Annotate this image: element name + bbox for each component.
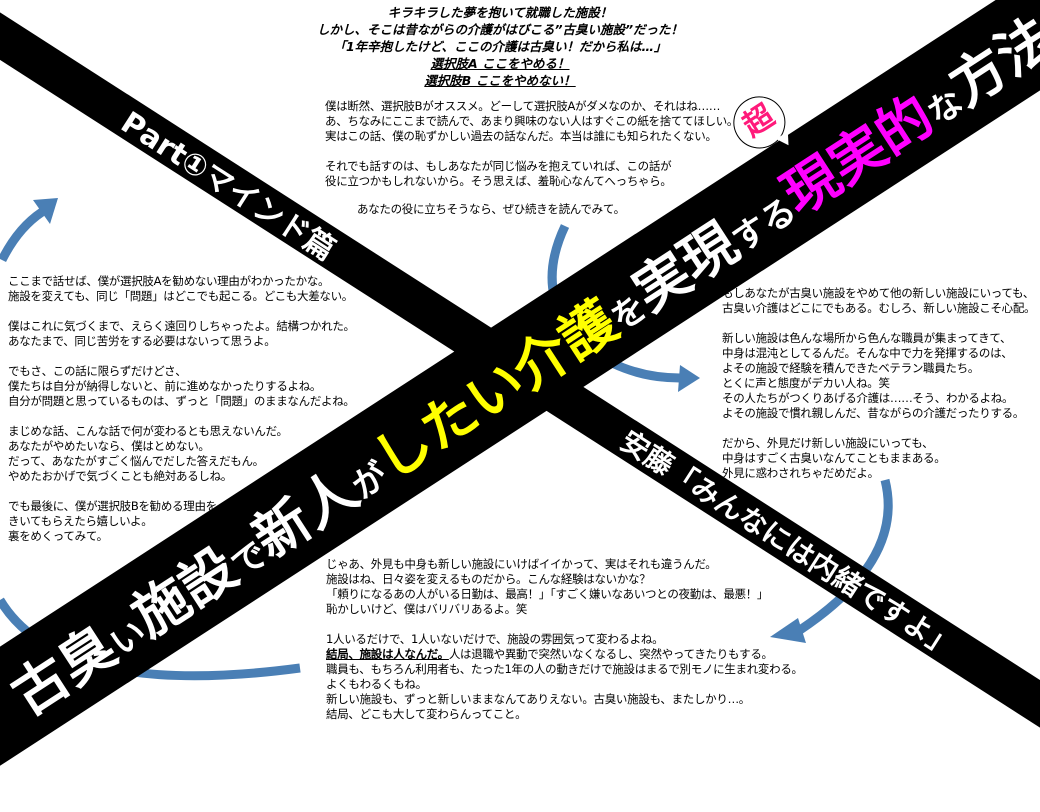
text-line: 施設を変えても、同じ「問題」はどこでも起こる。どこも大差ない。 (8, 289, 354, 303)
text-line: 僕たちは自分が納得しないと、前に進めなかったりするよね。 (8, 379, 322, 393)
text-line: その人たちがつくりあげる介護は……そう、わかるよね。 (722, 391, 1014, 405)
text-span: 人は退職や異動で突然いなくなるし、突然やってきたりもする。 (448, 647, 773, 661)
top-text-block: 僕は断然、選択肢Bがオススメ。どーして選択肢Aがダメなのか、それはね……あ、ちな… (325, 99, 738, 189)
text-line: 施設はね、日々姿を変えるものだから。こんな経験はないかな？ (326, 572, 651, 586)
bottom-text-block: じゃあ、外見も中身も新しい施設にいけばイイかって、実はそれも違うんだ。施設はね、… (326, 557, 803, 722)
header-line: しかし、そこは昔ながらの介護がはびこる”古臭い施設”だった！ (316, 22, 684, 37)
paragraph: それでも話すのは、もしあなたが同じ悩みを抱えていれば、この話が役に立つかもしれな… (325, 159, 738, 189)
text-line: 自分が問題と思っているものは、ずっと「問題」のままなんだよね。 (8, 394, 355, 408)
text-line: まじめな話、こんな話で何が変わるとも思えないんだ。 (8, 424, 288, 438)
right-arrow-icon (797, 478, 893, 634)
text-line: 恥かしいけど、僕はバリバリあるよ。笑 (326, 602, 528, 616)
text-line: だから、外見だけ新しい施設にいっても、 (722, 436, 934, 450)
emphasis-text: 結局、施設は人なんだ。 (326, 647, 449, 661)
text-line: もしあなたが古臭い施設をやめて他の新しい施設にいっても、 (722, 286, 1035, 300)
text-line: でもさ、この話に限らずだけどさ、 (8, 364, 187, 378)
paragraph: 新しい施設は色んな場所から色んな職員が集まってきて、中身は混沌としてるんだ。そん… (722, 331, 1035, 421)
text-line: 僕はこれに気づくまで、えらく遠回りしちゃったよ。結構つかれた。 (8, 319, 355, 333)
paragraph: だから、外見だけ新しい施設にいっても、中身はすごく古臭いなんてこともままある。外… (722, 436, 1035, 481)
left-arrow-head (33, 198, 58, 224)
text-line: 僕は断然、選択肢Bがオススメ。どーして選択肢Aがダメなのか、それはね…… (325, 99, 721, 113)
text-line: 新しい施設も、ずっと新しいままなんてありえない。古臭い施設も、またしかり…。 (326, 692, 750, 706)
text-line: 結局、施設は人なんだ。人は退職や異動で突然いなくなるし、突然やってきたりもする。 (326, 647, 803, 662)
text-line: やめたおかげで気づくことも絶対あるしね。 (8, 469, 232, 483)
paragraph: でもさ、この話に限らずだけどさ、僕たちは自分が納得しないと、前に進めなかったりす… (8, 364, 355, 409)
text-line: 職員も、もちろん利用者も、たった1年の人の動きだけで施設はまるで別モノに生まれ変… (326, 662, 803, 676)
text-line: 役に立つかもしれないから。そう思えば、羞恥心なんてへっちゃら。 (325, 174, 672, 188)
text-line: あなたまで、同じ苦労をする必要はないって思うよ。 (8, 334, 276, 348)
text-line: よその施設で慣れ親しんだ、昔ながらの介護だったりする。 (722, 406, 1025, 420)
text-line: 外見に惑わされちゃだめだよ。 (722, 466, 879, 480)
text-line: 結局、どこも大して変わらんってこと。 (326, 707, 527, 721)
text-line: あなたがやめたいなら、僕はとめない。 (8, 439, 210, 453)
text-line: 中身は混沌としてるんだ。そんな中で力を発揮するのは、 (722, 346, 1013, 360)
top-closing: あなたの役に立ちそうなら、ぜひ続きを読んでみて。 (357, 202, 625, 216)
text-line: ここまで話せば、僕が選択肢Aを勧めない理由がわかったかな。 (8, 274, 330, 288)
text-line: 1人いるだけで、1人いないだけで、施設の雰囲気って変わるよね。 (326, 632, 664, 646)
right-arrow-head (770, 618, 806, 643)
text-line: 「頼りになるあの人がいる日勤は、最高！」「すごく嫌いなあいつとの夜勤は、最悪！」 (326, 587, 769, 601)
paragraph: ここまで話せば、僕が選択肢Aを勧めない理由がわかったかな。施設を変えても、同じ「… (8, 274, 355, 304)
text-line: じゃあ、外見も中身も新しい施設にいけばイイかって、実はそれも違うんだ。 (326, 557, 717, 571)
text-line: あ、ちなみにここまで読んで、あまり興味のない人はすぐこの紙を捨ててほしい。 (325, 114, 739, 128)
text-line: よその施設で経験を積んできたベテラン職員たち。 (722, 361, 980, 375)
text-line: よくもわるくもね。 (326, 677, 427, 691)
right-text-block: もしあなたが古臭い施設をやめて他の新しい施設にいっても、古臭い介護はどこにでもあ… (722, 286, 1036, 481)
text-line: だって、あなたがすごく悩んでだした答えだもん。 (8, 454, 264, 468)
text-line: 新しい施設は色んな場所から色んな職員が集まってきて、 (722, 331, 1012, 345)
header-line: 「1年辛抱したけど、ここの介護は古臭い！だから私は…」 (333, 39, 667, 54)
line-group: 職員も、もちろん利用者も、たった1年の人の動きだけで施設はまるで別モノに生まれ変… (326, 662, 803, 722)
paragraph: じゃあ、外見も中身も新しい施設にいけばイイかって、実はそれも違うんだ。施設はね、… (326, 557, 803, 617)
text-line: それでも話すのは、もしあなたが同じ悩みを抱えていれば、この話が (325, 159, 672, 173)
text-line: でも最後に、僕が選択肢Bを勧める理由を (8, 499, 217, 513)
center-arrow-head (678, 365, 700, 392)
paragraph: でも最後に、僕が選択肢Bを勧める理由をきいてもらえたら嬉しいよ。裏をめくってみて… (8, 499, 355, 544)
paragraph: 1人いるだけで、1人いないだけで、施設の雰囲気って変わるよね。 結局、施設は人な… (326, 632, 803, 722)
left-arrow-icon (0, 208, 45, 263)
choice-a: 選択肢A ここをやめる！ (430, 56, 570, 71)
text-line: 実はこの話、僕の恥ずかしい過去の話なんだ。本当は誰にも知られたくない。 (325, 129, 717, 143)
paragraph: 僕は断然、選択肢Bがオススメ。どーして選択肢Aがダメなのか、それはね……あ、ちな… (325, 99, 738, 144)
paragraph: 僕はこれに気づくまで、えらく遠回りしちゃったよ。結構つかれた。あなたまで、同じ苦… (8, 319, 355, 349)
text-line: とくに声と態度がデカい人ね。笑 (722, 376, 890, 390)
text-line: 裏をめくってみて。 (8, 529, 108, 543)
text-line: きいてもらえたら嬉しいよ。 (8, 514, 153, 528)
left-text-block: ここまで話せば、僕が選択肢Aを勧めない理由がわかったかな。施設を変えても、同じ「… (8, 274, 355, 544)
header-line: キラキラした夢を抱いて就職した施設！ (387, 5, 613, 20)
paragraph: まじめな話、こんな話で何が変わるとも思えないんだ。あなたがやめたいなら、僕はとめ… (8, 424, 355, 484)
text-line: 中身はすごく古臭いなんてこともままある。 (722, 451, 946, 465)
choice-b: 選択肢B ここをやめない！ (424, 73, 576, 88)
paragraph: もしあなたが古臭い施設をやめて他の新しい施設にいっても、古臭い介護はどこにでもあ… (722, 286, 1036, 316)
text-line: 古臭い介護はどこにでもある。むしろ、新しい施設こそ心配。 (722, 301, 1036, 315)
header-lead: キラキラした夢を抱いて就職した施設！ しかし、そこは昔ながらの介護がはびこる”古… (300, 4, 700, 89)
